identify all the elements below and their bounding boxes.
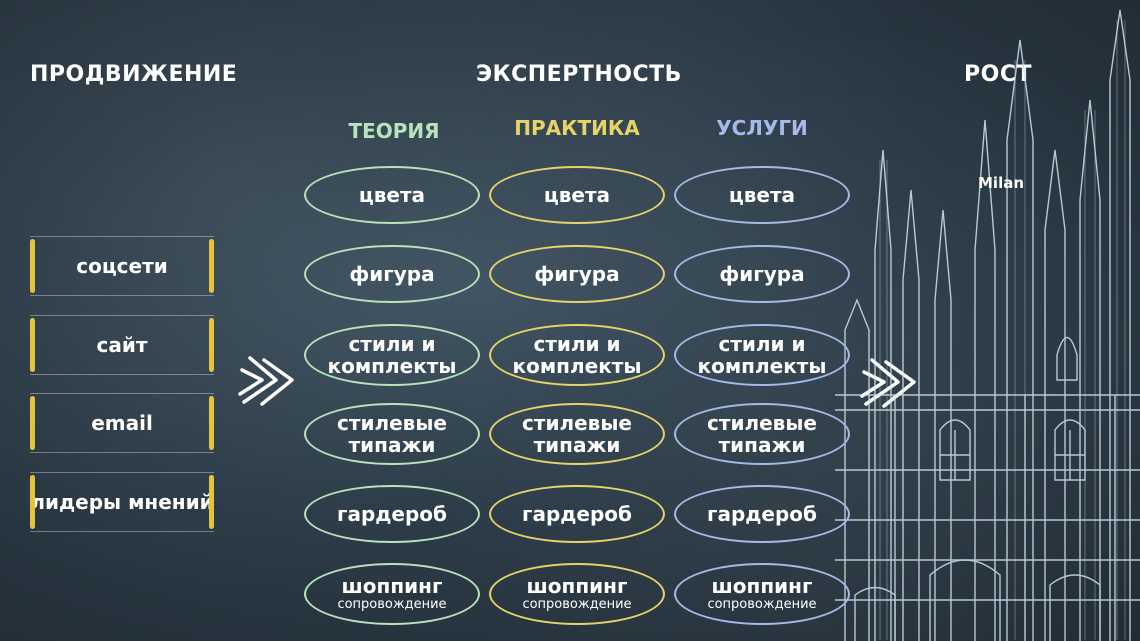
heading-expertise: ЭКСПЕРТНОСТЬ	[476, 62, 682, 87]
services-figure: фигура	[674, 245, 850, 303]
column-heading-theory: ТЕОРИЯ	[348, 119, 440, 143]
item-label: стили и комплекты	[512, 332, 642, 378]
promo-label: лидеры мнений	[30, 490, 214, 514]
heading-growth: РОСТ	[964, 62, 1032, 87]
theory-wardrobe: гардероб	[304, 485, 480, 543]
theory-styles: стили и комплекты	[304, 324, 480, 386]
item-label: фигура	[349, 262, 435, 286]
item-label: гардероб	[337, 502, 447, 526]
city-label: Milan	[978, 174, 1025, 192]
heading-promotion: ПРОДВИЖЕНИЕ	[30, 62, 238, 87]
promo-label: сайт	[96, 333, 148, 357]
services-types: стилевые типажи	[674, 403, 850, 465]
item-label: стили и комплекты	[327, 332, 457, 378]
item-label: шоппинг	[526, 574, 628, 598]
practice-wardrobe: гардероб	[489, 485, 665, 543]
milan-cathedral-illustration	[835, 9, 1140, 641]
theory-types: стилевые типажи	[304, 403, 480, 465]
item-label: шоппинг	[711, 574, 813, 598]
item-label: стилевые типажи	[337, 411, 447, 457]
item-label: цвета	[543, 183, 611, 207]
item-sublabel: сопровождение	[522, 597, 632, 612]
practice-figure: фигура	[489, 245, 665, 303]
column-heading-practice: ПРАКТИКА	[514, 116, 640, 140]
column-heading-services: УСЛУГИ	[716, 116, 808, 140]
theory-colors: цвета	[304, 166, 480, 224]
promo-item-email: email	[30, 393, 214, 453]
item-label: стили и комплекты	[697, 332, 827, 378]
item-sublabel: сопровождение	[337, 597, 447, 612]
item-sublabel: сопровождение	[707, 597, 817, 612]
item-label: стилевые типажи	[522, 411, 632, 457]
promo-item-social: соцсети	[30, 236, 214, 296]
promo-item-leaders: лидеры мнений	[30, 472, 214, 532]
item-label: шоппинг	[341, 574, 443, 598]
promo-label: email	[91, 411, 153, 435]
item-label: гардероб	[707, 502, 817, 526]
item-label: цвета	[358, 183, 426, 207]
theory-figure: фигура	[304, 245, 480, 303]
item-label: стилевые типажи	[707, 411, 817, 457]
promo-item-site: сайт	[30, 315, 214, 375]
services-styles: стили и комплекты	[674, 324, 850, 386]
services-wardrobe: гардероб	[674, 485, 850, 543]
services-colors: цвета	[674, 166, 850, 224]
item-label: гардероб	[522, 502, 632, 526]
double-arrow-icon	[238, 356, 294, 406]
item-label: цвета	[728, 183, 796, 207]
practice-types: стилевые типажи	[489, 403, 665, 465]
item-label: фигура	[534, 262, 620, 286]
item-label: фигура	[719, 262, 805, 286]
promo-label: соцсети	[76, 254, 168, 278]
practice-colors: цвета	[489, 166, 665, 224]
practice-styles: стили и комплекты	[489, 324, 665, 386]
